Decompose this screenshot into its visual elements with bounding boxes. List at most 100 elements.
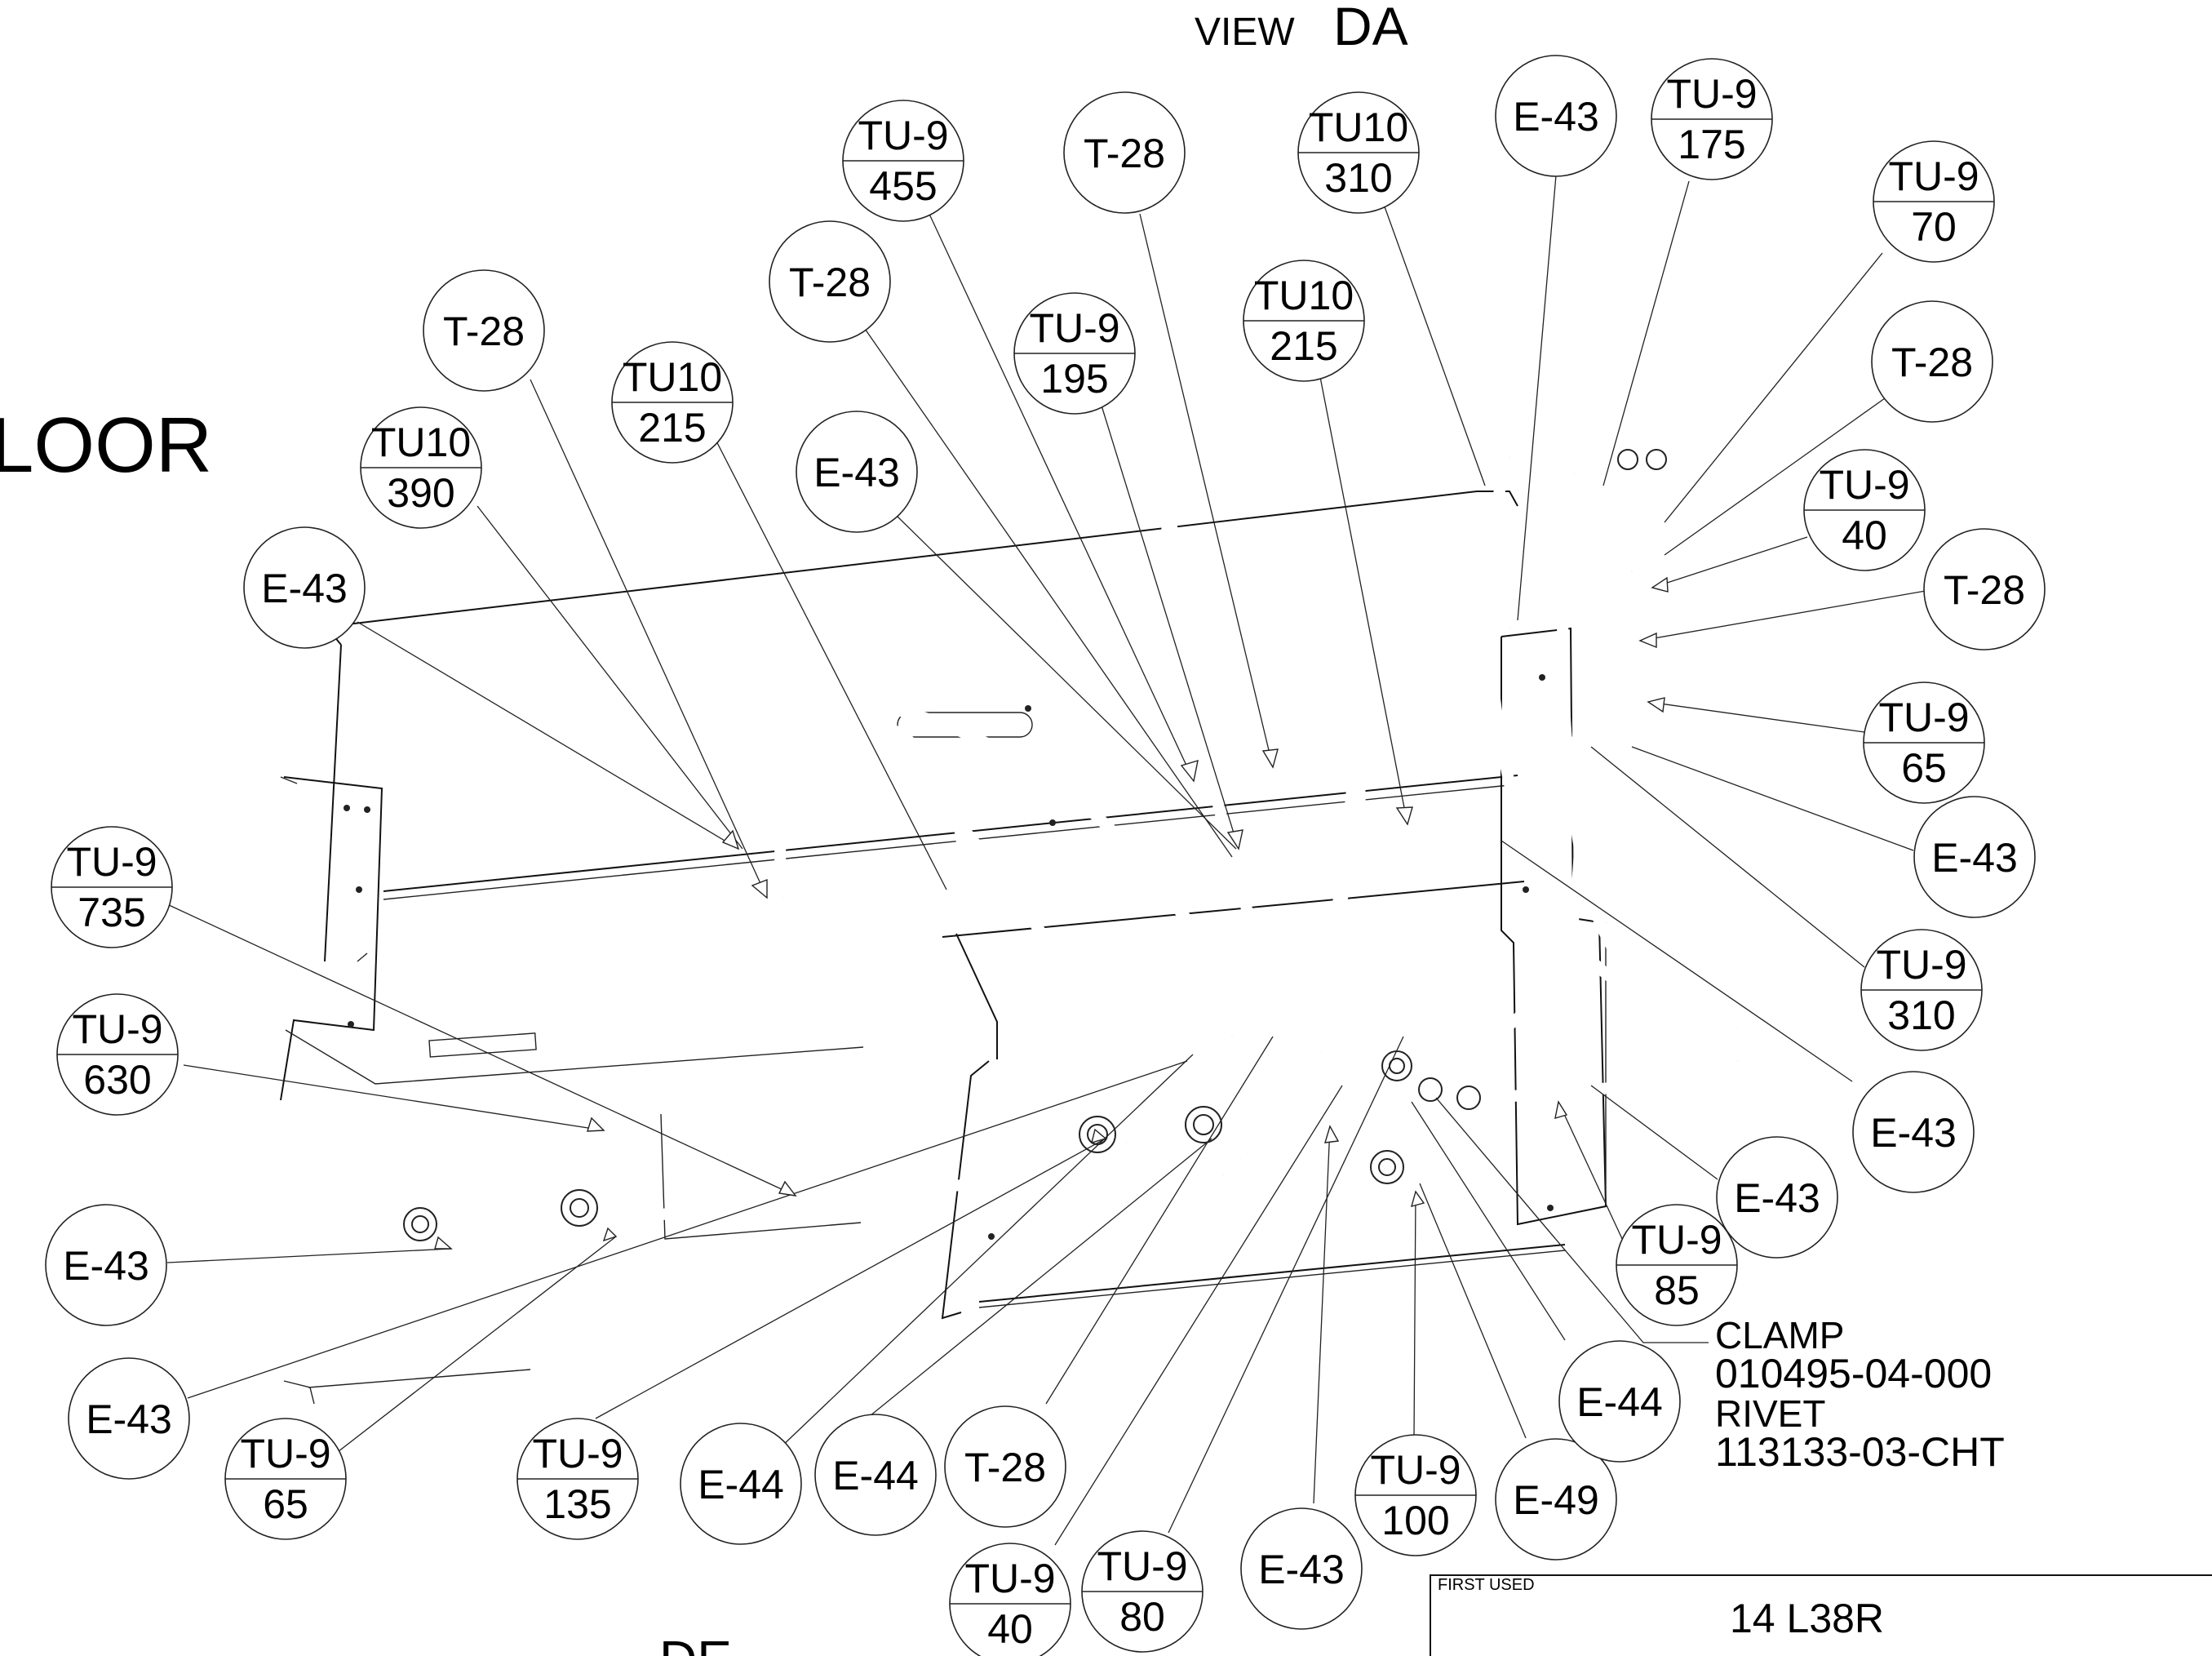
balloon-b16-bottom: 40 [1842,513,1887,558]
balloon-b26-label: E-43 [63,1243,149,1289]
balloon-b20: TU-9 310 [1860,929,1983,1051]
balloon-b16-top: TU-9 [1819,462,1909,508]
balloon-b09-bottom: 195 [1040,356,1108,402]
balloon-b20-top: TU-9 [1876,942,1966,988]
balloon-b14: E-43 [796,411,918,533]
note-line-1: CLAMP [1715,1314,1844,1356]
balloon-b21: E-43 [1852,1071,1975,1193]
balloon-b12-label: T-28 [443,309,525,354]
balloon-b16: TU-9 40 [1803,449,1926,571]
balloon-b19-label: E-43 [1931,835,2018,881]
balloon-b19: E-43 [1913,796,2036,918]
hose-routing [449,455,1740,1248]
balloon-b36-bottom: 100 [1381,1498,1449,1543]
view-title-prefix: VIEW [1195,11,1295,54]
balloon-b22: E-43 [1716,1136,1838,1259]
balloon-b32-label: T-28 [964,1445,1046,1490]
balloon-b08: TU10 215 [1243,260,1365,382]
balloon-b10: T-28 [769,220,891,343]
balloon-b25-top: TU-9 [72,1006,162,1052]
bottom-label: DE [659,1630,732,1656]
balloon-b28-bottom: 65 [263,1481,308,1527]
balloon-b30: E-44 [680,1423,802,1545]
balloon-b11-top: TU10 [623,354,722,400]
balloon-b06-top: TU-9 [1888,153,1979,199]
balloon-b13-top: TU10 [371,420,471,465]
balloon-b35-label: E-43 [1258,1547,1345,1592]
title-block-value: 14 L38R [1730,1596,1884,1641]
balloon-b17: T-28 [1923,528,2046,650]
balloon-b31: E-44 [814,1414,937,1536]
balloon-b07-label: T-28 [1891,340,1973,385]
balloon-b02-label: T-28 [1084,131,1165,176]
balloon-b14-label: E-43 [813,450,900,495]
balloon-b37: E-49 [1495,1438,1617,1561]
balloon-b34-bottom: 80 [1119,1594,1165,1640]
balloon-b35: E-43 [1240,1507,1363,1630]
note-line-3: RIVET [1715,1392,1825,1435]
balloon-b20-bottom: 310 [1887,992,1955,1038]
balloon-b01: TU-9 455 [842,100,964,222]
balloon-b27: E-43 [68,1357,190,1480]
balloon-b33-bottom: 40 [987,1606,1033,1652]
leader-arrowheads [434,576,1669,1250]
balloon-b23-top: TU-9 [1631,1217,1722,1263]
balloon-b03-top: TU10 [1309,104,1408,150]
balloon-b37-label: E-49 [1513,1477,1599,1523]
side-label: LOOR [0,402,212,489]
balloon-b24-top: TU-9 [66,839,157,885]
balloon-b01-top: TU-9 [858,113,948,158]
balloon-b31-label: E-44 [832,1453,919,1498]
balloon-b36: TU-9 100 [1354,1434,1477,1556]
balloon-b09-top: TU-9 [1029,305,1119,351]
balloon-b38: E-44 [1558,1340,1681,1463]
balloon-b08-bottom: 215 [1270,323,1337,369]
view-title: VIEW DA [1195,0,1408,56]
balloon-b12: T-28 [423,269,545,392]
balloon-b18-top: TU-9 [1878,695,1969,740]
balloon-b34-top: TU-9 [1097,1543,1187,1589]
balloon-b01-bottom: 455 [869,163,937,209]
balloon-b18-bottom: 65 [1901,745,1947,791]
balloon-b18: TU-9 65 [1863,681,1985,804]
balloon-b38-label: E-44 [1576,1379,1663,1425]
balloon-b11: TU10 215 [611,341,734,464]
balloon-b36-top: TU-9 [1370,1447,1461,1493]
balloon-b29-bottom: 135 [543,1481,611,1527]
balloon-b29-top: TU-9 [532,1431,623,1476]
balloon-b24: TU-9 735 [51,826,173,948]
balloon-b13: TU10 390 [360,406,482,529]
balloon-b24-bottom: 735 [78,890,145,935]
balloon-b33: TU-9 40 [949,1543,1071,1656]
title-block: FIRST USED 14 L38R [1430,1574,2212,1656]
balloon-b17-label: T-28 [1944,567,2025,613]
leader-lines [166,175,1926,1546]
title-block-header: FIRST USED [1438,1576,1535,1594]
balloon-b25: TU-9 630 [56,993,179,1116]
balloon-b11-bottom: 215 [638,405,706,451]
balloon-b15-label: E-43 [261,566,348,611]
balloon-b29: TU-9 135 [516,1418,639,1540]
balloon-b21-label: E-43 [1870,1110,1957,1156]
balloon-b33-top: TU-9 [964,1556,1055,1601]
balloon-b04-label: E-43 [1513,94,1599,140]
balloon-b28: TU-9 65 [224,1418,347,1540]
note-line-2: 010495-04-000 [1715,1351,1992,1396]
balloon-b26: E-43 [45,1204,167,1326]
balloon-b09: TU-9 195 [1013,292,1136,415]
balloon-b10-label: T-28 [789,260,871,305]
balloon-b04: E-43 [1495,55,1617,177]
clamp-rivet-note: CLAMP 010495-04-000 RIVET 113133-03-CHT [1715,1314,2005,1475]
balloon-b28-top: TU-9 [240,1431,330,1476]
balloon-b27-label: E-43 [86,1396,172,1442]
balloon-b03-bottom: 310 [1324,155,1392,201]
frame-structure [280,491,1607,1405]
balloon-b23-bottom: 85 [1654,1268,1700,1313]
balloon-b06: TU-9 70 [1873,140,1995,263]
balloon-b02: T-28 [1063,91,1186,214]
balloon-b30-label: E-44 [698,1462,784,1507]
balloon-b03: TU10 310 [1297,91,1420,214]
view-title-letters: DA [1333,0,1408,56]
balloon-b25-bottom: 630 [83,1057,151,1103]
